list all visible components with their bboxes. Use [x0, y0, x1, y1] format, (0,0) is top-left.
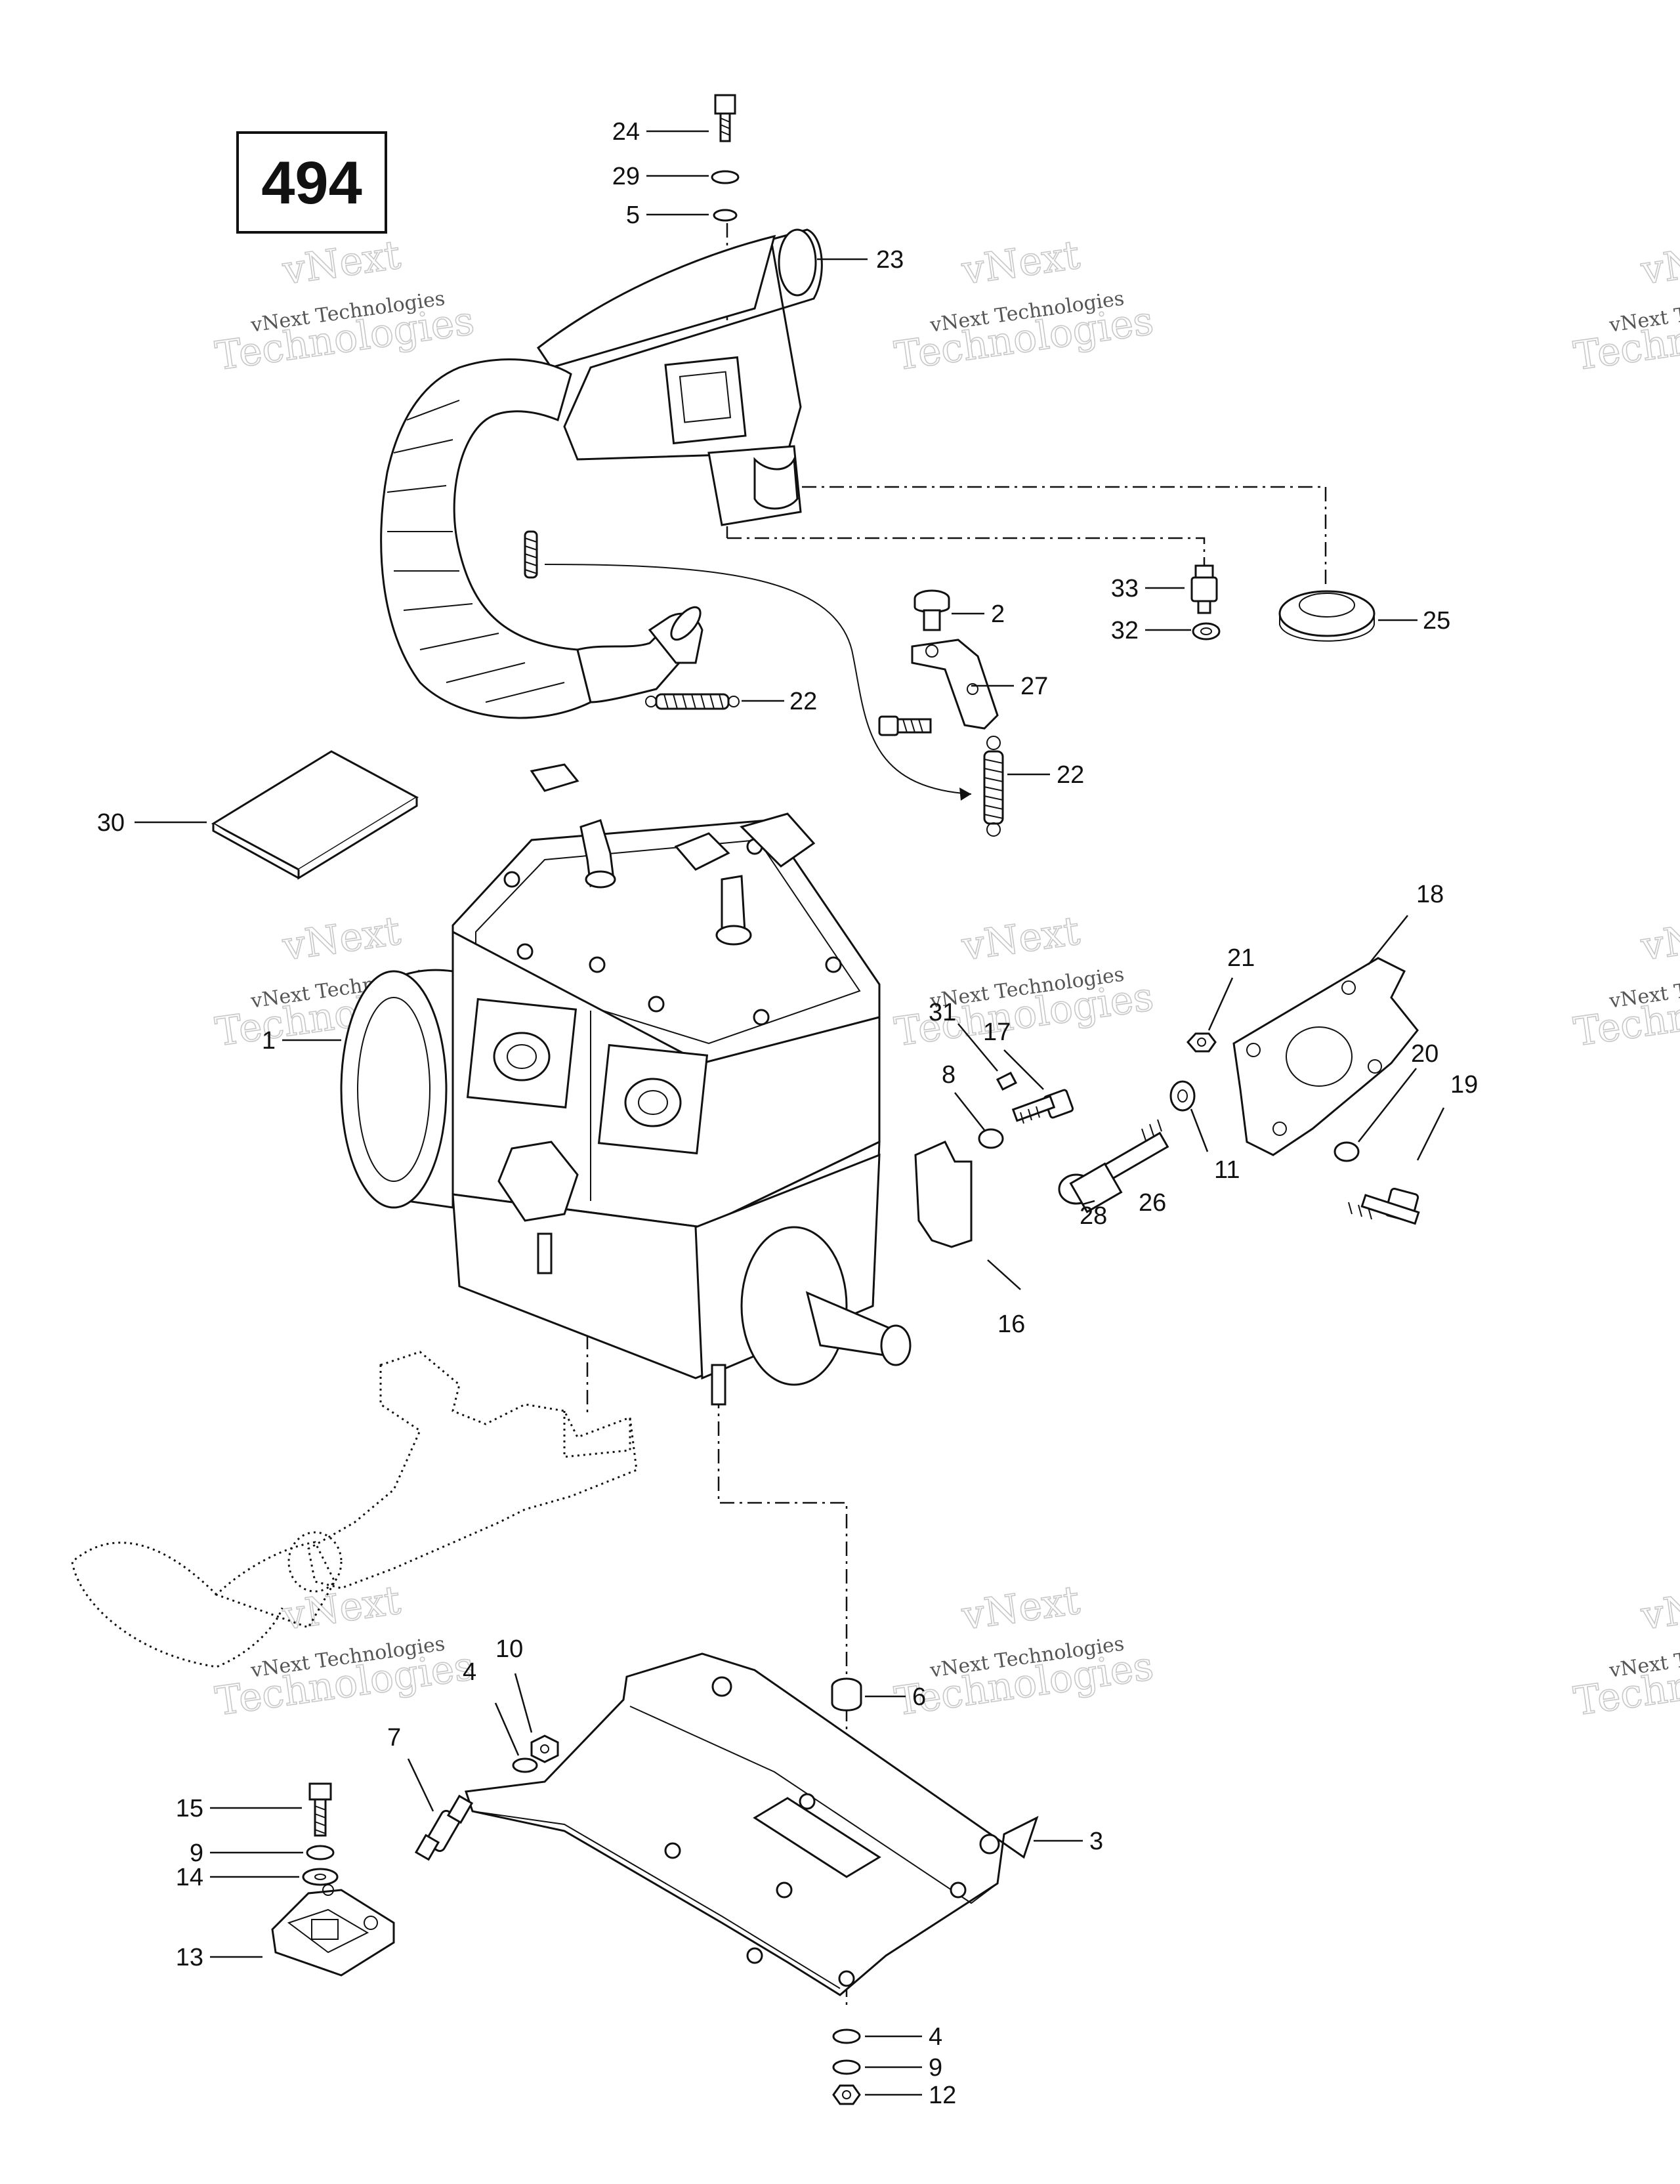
callout-6: 6: [912, 1683, 926, 1711]
callout-13: 13: [176, 1944, 203, 1971]
spring-22-lower: [983, 736, 1004, 837]
clip-31: [996, 1072, 1018, 1091]
washer-9-left: [306, 1845, 335, 1860]
washer-5: [713, 209, 738, 222]
callout-27: 27: [1020, 673, 1048, 700]
callout-22-lower: 22: [1057, 761, 1084, 789]
callout-12: 12: [929, 2082, 956, 2109]
spacer-28: [1058, 1162, 1123, 1213]
callout-20: 20: [1411, 1040, 1438, 1068]
foam-pad-30: [211, 750, 419, 880]
callout-labels: 24 29 5 23 33 2 32 25 27 22 22 30 18 21 …: [97, 118, 1479, 2109]
callout-3: 3: [1089, 1828, 1103, 1855]
stopper-16: [914, 1141, 973, 1248]
svg-text:vNext: vNext: [959, 232, 1083, 293]
rubber-damper-2: [914, 589, 950, 631]
svg-text:vNext: vNext: [280, 908, 404, 969]
mount-plate-18: [1232, 957, 1419, 1156]
callout-11: 11: [1214, 1156, 1240, 1184]
svg-text:vNext: vNext: [1638, 908, 1680, 969]
callout-16: 16: [998, 1311, 1025, 1338]
callout-1: 1: [262, 1027, 276, 1055]
callout-23: 23: [876, 246, 904, 274]
callout-25: 25: [1423, 607, 1450, 635]
washer-14-hole: [314, 1874, 326, 1880]
washer-20: [1334, 1141, 1360, 1162]
watermark: vNext vNext Technologies Technologies: [1570, 908, 1680, 1057]
svg-text:vNext: vNext: [280, 232, 404, 293]
callout-21: 21: [1227, 944, 1255, 972]
exhaust-manifold-ghost: [71, 1351, 638, 1668]
callout-4-upper: 4: [463, 1658, 476, 1686]
spring-hanger: [524, 530, 538, 579]
washer-14: [302, 1868, 339, 1886]
svg-text:vNext: vNext: [959, 908, 1083, 969]
stud-33: [1190, 564, 1218, 614]
watermark: vNext vNext Technologies Technologies: [891, 232, 1157, 381]
nut-21: [1186, 1032, 1217, 1053]
washer-8: [978, 1128, 1004, 1149]
watermark: vNext vNext Technologies Technologies: [212, 1577, 478, 1726]
svg-text:vNext: vNext: [1638, 1577, 1680, 1639]
nut-32: [1192, 622, 1221, 640]
spacer-6: [831, 1677, 862, 1712]
grommet-25: [1278, 590, 1376, 642]
callout-17: 17: [983, 1018, 1011, 1046]
washer-9-lower: [832, 2059, 861, 2075]
leader-lines: [135, 130, 1445, 2096]
watermark: vNext vNext Technologies Technologies: [212, 232, 478, 381]
callout-15: 15: [176, 1795, 203, 1822]
washer-4-lower: [832, 2028, 861, 2044]
rubber-mount-7: [414, 1794, 474, 1861]
callout-33: 33: [1111, 575, 1139, 602]
callout-9-left: 9: [190, 1839, 203, 1867]
bolt-19: [1348, 1187, 1420, 1225]
bracket-27: [911, 639, 999, 730]
engine-1: [340, 763, 912, 1406]
nut-10: [530, 1734, 559, 1763]
callout-4-lower: 4: [929, 2023, 942, 2051]
callout-2: 2: [991, 600, 1005, 628]
watermark: vNext vNext Technologies Technologies: [1570, 232, 1680, 381]
stud-26: [1101, 1119, 1169, 1181]
callout-31: 31: [929, 999, 956, 1026]
callout-28: 28: [1080, 1202, 1107, 1230]
callout-8: 8: [942, 1061, 956, 1089]
svg-text:vNext: vNext: [280, 1577, 404, 1639]
callout-30: 30: [97, 809, 125, 837]
callout-5: 5: [626, 201, 640, 229]
bolt-15: [308, 1782, 332, 1837]
mount-bracket-13: [271, 1884, 395, 1977]
callout-32: 32: [1111, 617, 1139, 644]
diagram-number: 494: [261, 150, 362, 217]
callout-9-lower: 9: [929, 2054, 942, 2082]
callout-29: 29: [612, 163, 640, 190]
callout-18: 18: [1416, 881, 1444, 908]
callout-7: 7: [387, 1724, 401, 1752]
spring-22-upper: [645, 693, 740, 710]
bolt-17: [1011, 1089, 1074, 1124]
washer-29: [711, 170, 740, 184]
callout-26: 26: [1139, 1189, 1166, 1217]
watermark: vNext vNext Technologies Technologies: [1570, 1577, 1680, 1726]
svg-text:vNext: vNext: [1638, 232, 1680, 293]
callout-10: 10: [495, 1635, 523, 1663]
callout-19: 19: [1450, 1071, 1478, 1099]
callout-14: 14: [176, 1864, 203, 1891]
nut-11: [1169, 1080, 1196, 1112]
nut-12: [832, 2084, 861, 2105]
bolt-24: [714, 94, 736, 142]
callout-24: 24: [612, 118, 640, 146]
engine-mount-plate-3: [464, 1652, 1039, 1996]
tuned-pipe-23: [380, 228, 823, 719]
washer-4-upper: [512, 1757, 538, 1773]
bolt-short: [878, 715, 932, 736]
svg-text:vNext: vNext: [959, 1577, 1083, 1639]
watermark: vNext vNext Technologies Technologies: [891, 908, 1157, 1057]
callout-22-upper: 22: [789, 688, 817, 715]
diagram-number-box: 494: [236, 131, 387, 234]
